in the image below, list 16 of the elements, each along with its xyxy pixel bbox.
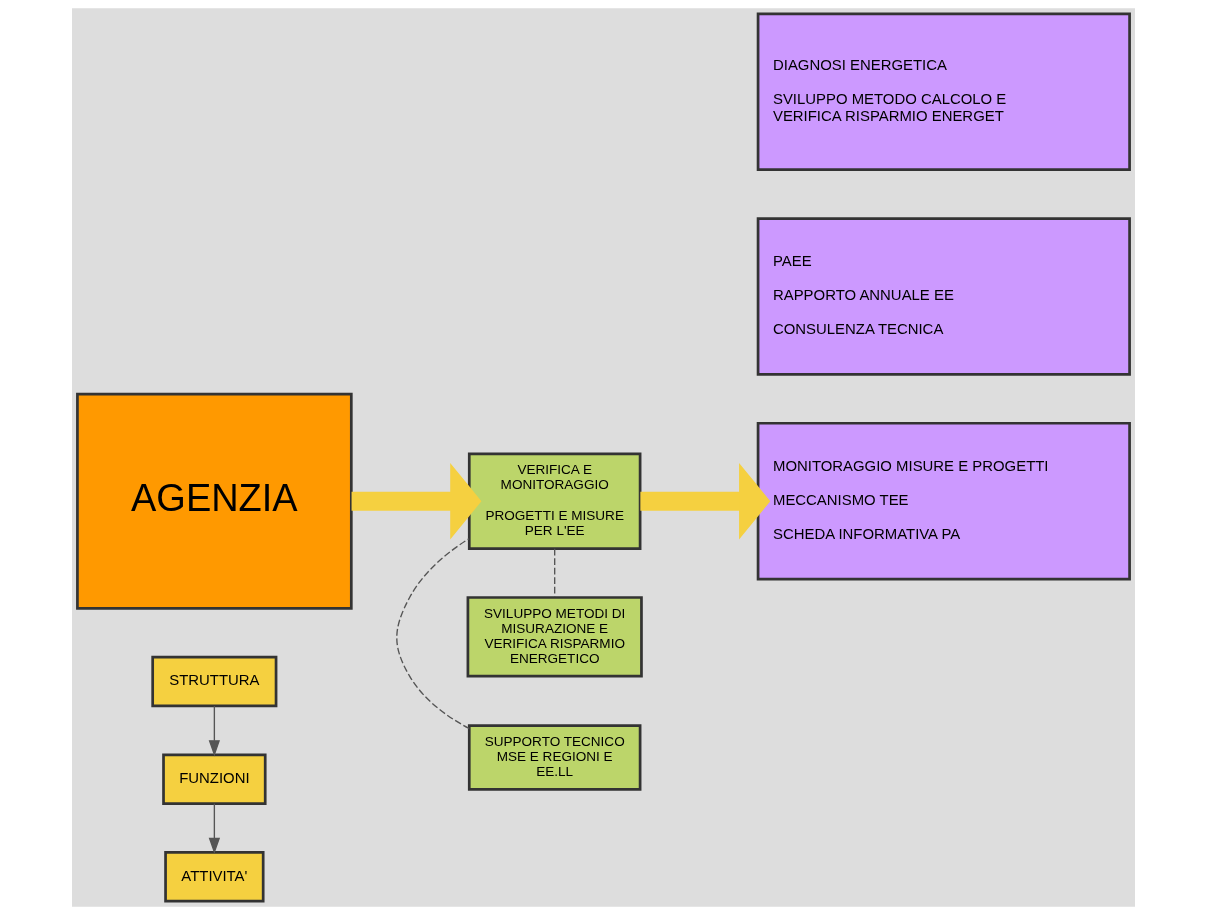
connector [396,538,470,730]
node-box: MONITORAGGIO MISURE E PROGETTI MECCANISMO TEE SCHEDA INFORMATIVA PA [756,421,1131,581]
node-box: PAEE RAPPORTO ANNUALE EE CONSULENZA TECNICA [756,217,1131,376]
arrow [208,802,221,855]
node-box: FUNZIONI [162,753,267,805]
connector [554,548,556,598]
node-box: VERIFICA E MONITORAGGIO PROGETTI E MISURE PER L'EE [467,452,642,551]
arrow [351,462,482,540]
arrow [208,705,221,757]
node-box: STRUTTURA [151,655,278,708]
node-box: ATTIVITA' [164,851,265,903]
node-box: AGENZIA [76,392,353,610]
node-box: SVILUPPO METODI DI MISURAZIONE E VERIFICA RISPARMIO ENERGETICO [466,596,643,678]
node-box: SUPPORTO TECNICO MSE E REGIONI E EE.LL [467,724,642,791]
arrow [640,462,771,540]
node-box: DIAGNOSI ENERGETICA SVILUPPO METODO CALCOLO E VERIFICA RISPARMIO ENERGET [756,12,1131,172]
